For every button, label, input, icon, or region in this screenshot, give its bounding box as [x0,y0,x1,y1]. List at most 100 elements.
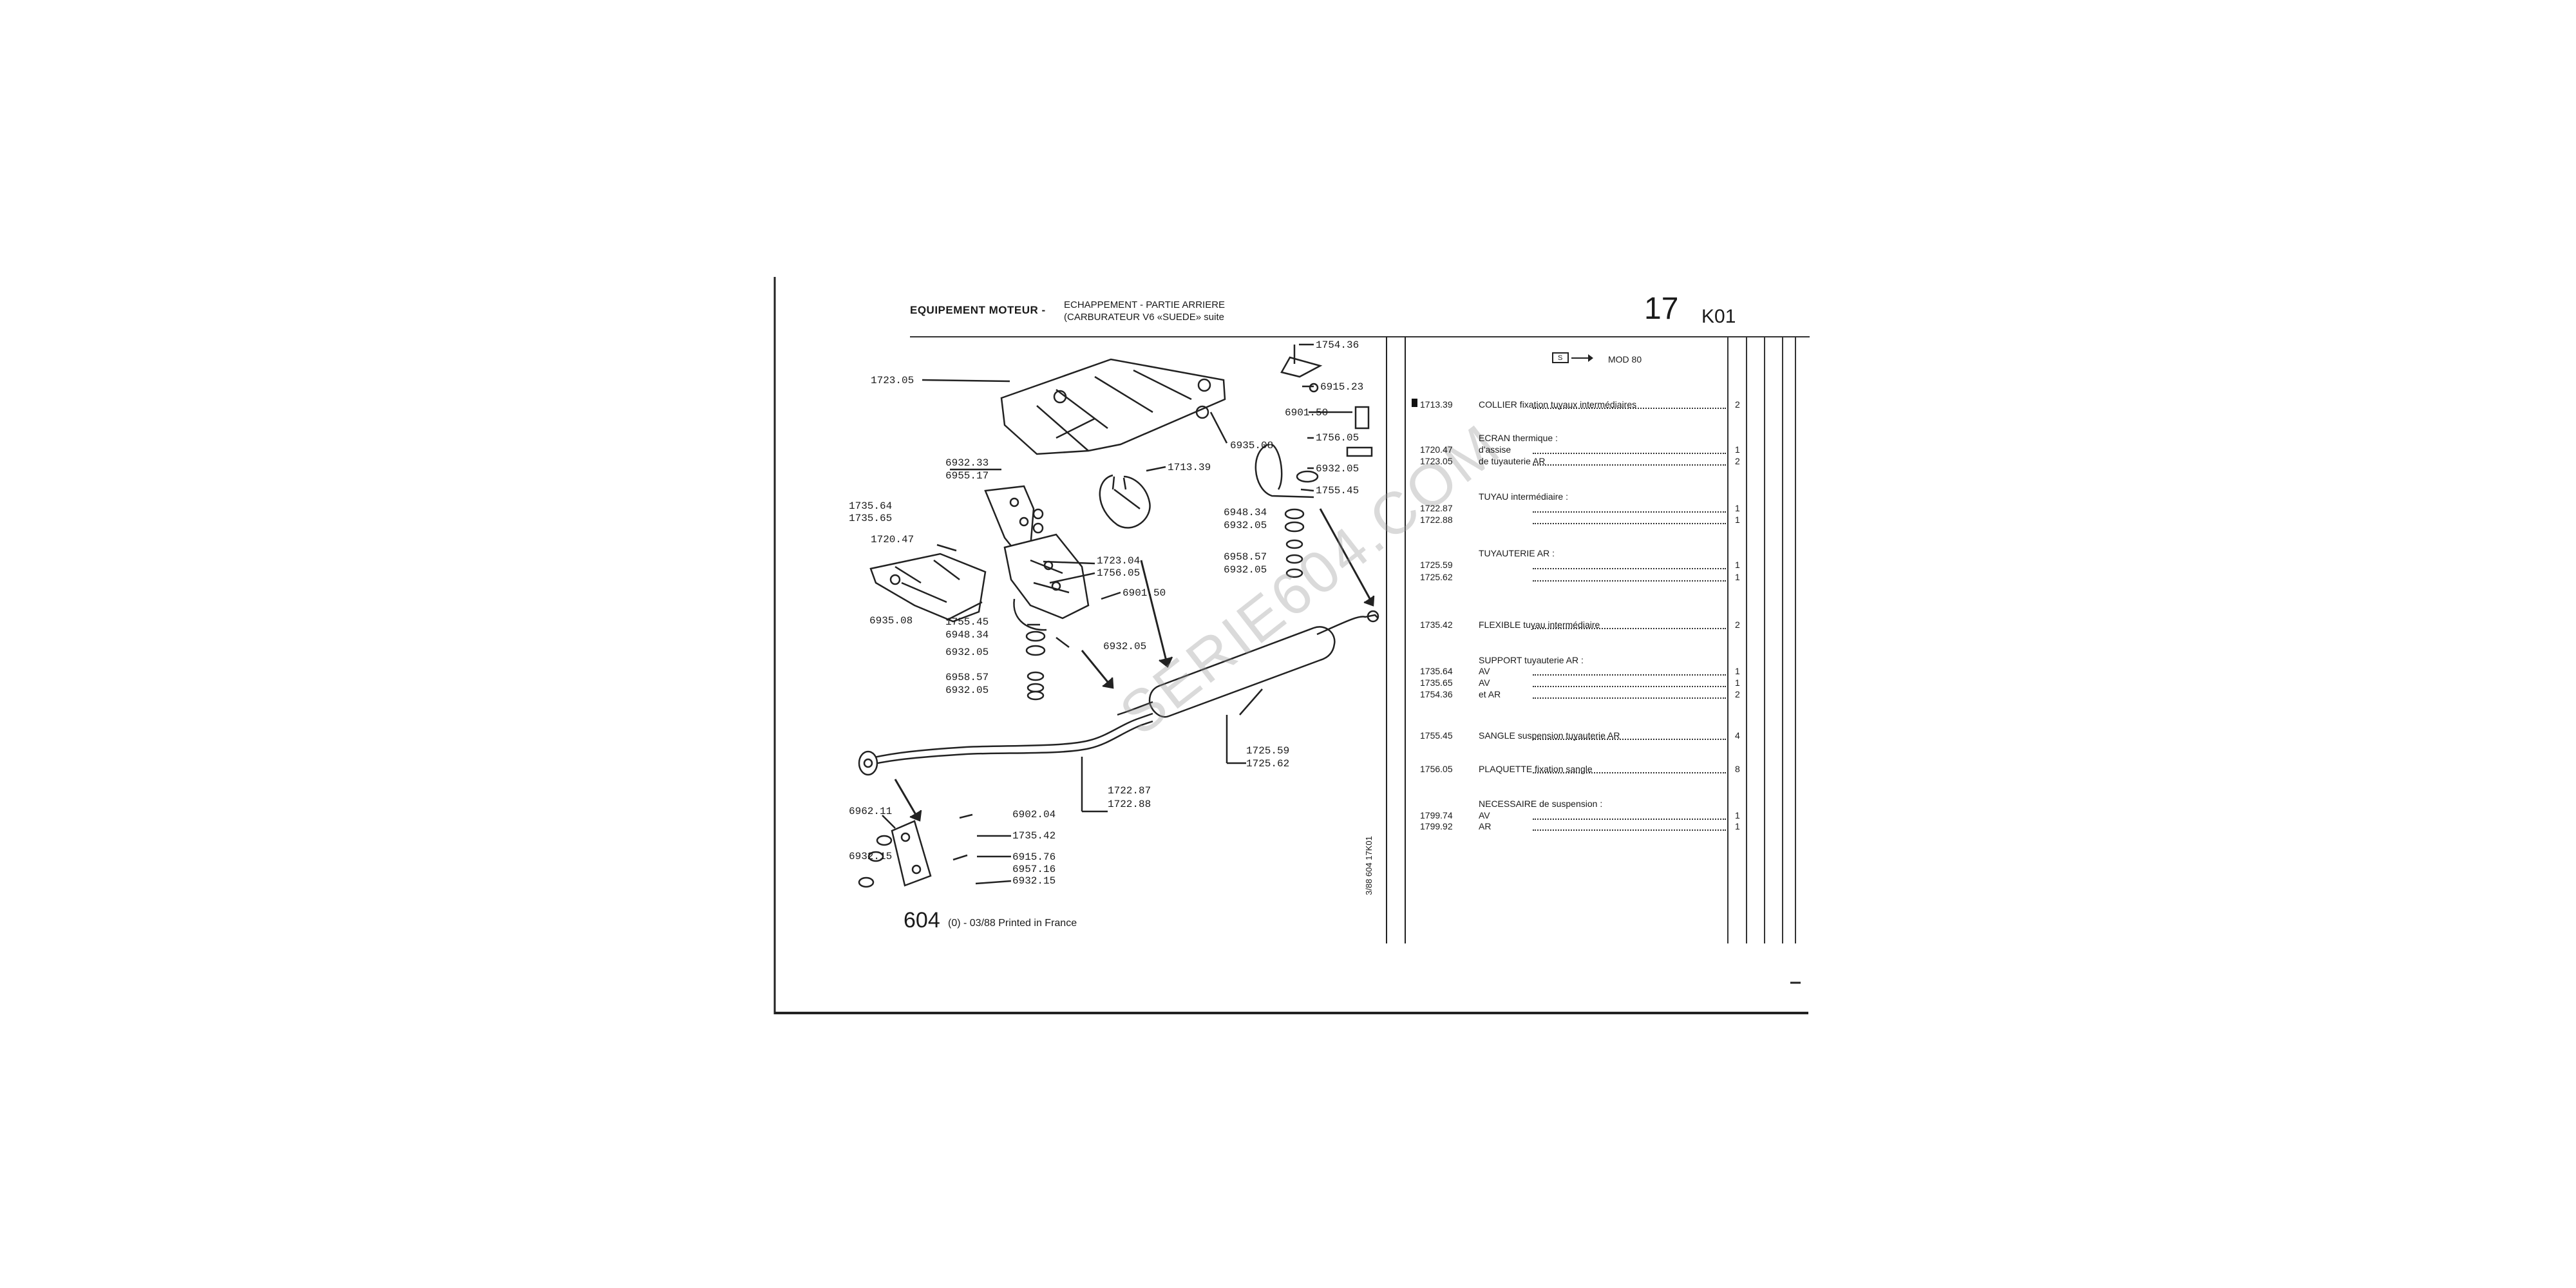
label-6932-15-right: 6932.15 [1012,875,1056,887]
part-description: de tuyauterie AR [1479,456,1546,466]
label-6932-05-right2: 6932.05 [1224,564,1267,576]
parts-heading: SUPPORT tuyauterie AR : [1479,655,1584,665]
parts-heading: ECRAN thermique : [1479,433,1558,443]
part-quantity: 1 [1735,666,1740,676]
label-6932-15-left: 6932.15 [849,851,893,862]
part-description: SANGLE suspension tuyauterie AR [1479,730,1620,741]
leader-dots [1533,628,1726,629]
label-6932-05-right1: 6932.05 [1224,520,1267,531]
part-ref: 1722.88 [1420,515,1453,525]
label-6915-76: 6915.76 [1012,851,1056,863]
footer-edition: (0) - 03/88 Printed in France [948,918,1077,929]
part-quantity: 2 [1735,620,1740,630]
vertical-reference: 3/88 604 17K01 [1364,836,1374,895]
label-6932-05-right: 6932.05 [1316,463,1359,475]
label-6932-05-left1: 6932.05 [945,647,989,658]
label-1735-64: 1735.64 [849,500,893,512]
part-ref: 1799.92 [1420,821,1453,831]
parts-heading: TUYAUTERIE AR : [1479,548,1555,558]
group-code: K01 [1701,306,1736,327]
label-1735-65: 1735.65 [849,513,893,524]
label-1754-36: 1754.36 [1316,339,1359,351]
mod-label: MOD 80 [1608,354,1642,365]
part-quantity: 1 [1735,821,1740,831]
label-6935-08-top: 6935.08 [1230,440,1274,451]
label-6932-05-left2: 6932.05 [945,685,989,696]
leader-dots [1533,523,1726,524]
part-description: et AR [1479,689,1501,699]
part-description: AR [1479,821,1492,831]
label-6955-17: 6955.17 [945,470,989,482]
label-1756-05-left: 1756.05 [1097,567,1141,579]
leader-dots [1533,739,1726,740]
part-ref: 1722.87 [1420,503,1453,513]
parts-heading: TUYAU intermédiaire : [1479,491,1569,502]
part-quantity: 2 [1735,399,1740,410]
part-ref: 1720.47 [1420,444,1453,455]
label-6958-57-right: 6958.57 [1224,551,1267,563]
leader-dots [1533,408,1726,409]
leader-dots [1533,568,1726,569]
label-6901-50-right: 6901.50 [1285,407,1329,419]
leader-dots [1533,819,1726,820]
leader-dots [1533,697,1726,699]
label-1713-39: 1713.39 [1168,462,1211,473]
part-quantity: 2 [1735,456,1740,466]
part-quantity: 1 [1735,515,1740,525]
part-quantity: 1 [1735,560,1740,570]
leader-dots [1533,829,1726,831]
intermediate-pipe [862,712,1153,761]
part-description: COLLIER fixation tuyaux intermédiaires [1479,399,1637,410]
part-ref: 1725.62 [1420,572,1453,582]
part-description: AV [1479,666,1490,676]
label-1722-87: 1722.87 [1108,785,1151,797]
label-1722-88: 1722.88 [1108,799,1151,810]
label-6948-34-left: 6948.34 [945,629,989,641]
label-6932-05-mid: 6932.05 [1103,641,1147,652]
label-1756-05-right: 1756.05 [1316,432,1359,444]
part-description: PLAQUETTE fixation sangle [1479,764,1593,774]
part-description: AV [1479,810,1490,820]
subtitle-line-1: ECHAPPEMENT - PARTIE ARRIERE [1064,299,1226,310]
leader-dots [1533,580,1726,582]
part-quantity: 2 [1735,689,1740,699]
label-1725-62: 1725.62 [1246,758,1290,770]
mod-badge-icon [1552,352,1593,363]
part-description: AV [1479,677,1490,688]
part-ref: 1723.05 [1420,456,1453,466]
label-1720-47: 1720.47 [871,534,914,545]
label-6958-57-left: 6958.57 [945,672,989,683]
group-number: 17 [1644,292,1679,326]
label-6915-23: 6915.23 [1320,381,1364,393]
label-6901-50-left: 6901.50 [1122,587,1166,599]
label-6957-16: 6957.16 [1012,864,1056,875]
label-1725-59: 1725.59 [1246,745,1290,757]
part-ref: 1713.39 [1420,399,1453,410]
part-ref: 1735.42 [1420,620,1453,630]
label-1723-05: 1723.05 [871,375,914,386]
parts-heading: NECESSAIRE de suspension : [1479,799,1603,809]
part-description: FLEXIBLE tuyau intermédiaire [1479,620,1600,630]
part-quantity: 1 [1735,572,1740,582]
heat-shield-assise [869,553,987,623]
label-6948-34-right: 6948.34 [1224,507,1267,518]
new-item-marker [1412,399,1417,407]
part-description: d'assise [1479,444,1511,455]
label-1723-04: 1723.04 [1097,555,1141,567]
part-quantity: 1 [1735,503,1740,513]
silencer [1148,626,1336,718]
part-ref: 1735.65 [1420,677,1453,688]
label-6962-11: 6962.11 [849,806,893,817]
support-middle [1003,533,1090,620]
part-ref: 1754.36 [1420,689,1453,699]
leader-dots [1533,686,1726,687]
part-quantity: 4 [1735,730,1740,741]
model-number: 604 [904,908,940,933]
part-ref: 1735.64 [1420,666,1453,676]
leader-dots [1533,772,1726,773]
label-1755-45-left: 1755.45 [945,616,989,628]
leader-dots [1533,674,1726,676]
label-6932-33: 6932.33 [945,457,989,469]
label-6935-08-left: 6935.08 [869,615,913,627]
